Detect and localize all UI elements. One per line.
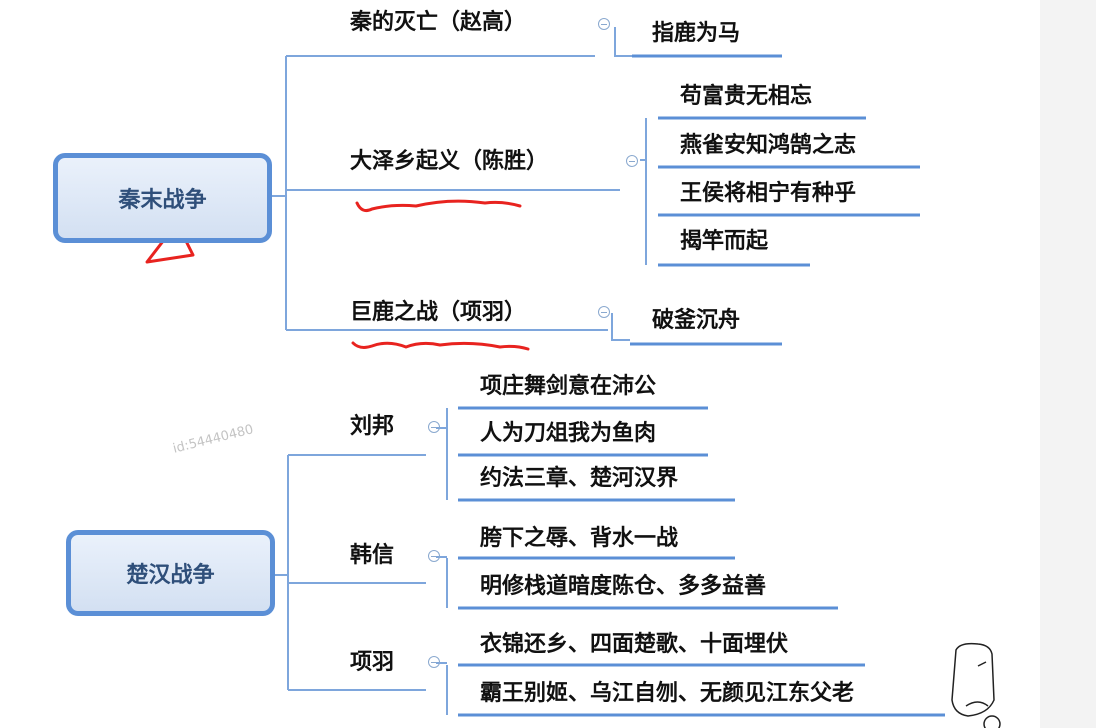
leaf-node[interactable]: 人为刀俎我为鱼肉 bbox=[480, 421, 657, 446]
connector-lines bbox=[145, 27, 945, 717]
leaf-node[interactable]: 王侯将相宁有种乎 bbox=[680, 181, 857, 206]
branch-qin-fall[interactable]: 秦的灭亡（赵高） bbox=[350, 10, 527, 35]
leaf-node[interactable]: 衣锦还乡、四面楚歌、十面埋伏 bbox=[480, 632, 789, 657]
mindmap-canvas: 秦末战争 楚汉战争 秦的灭亡（赵高） 指鹿为马 大泽乡起义（陈胜） 苟富贵无相忘… bbox=[53, 10, 1001, 728]
collapse-toggle-icon[interactable] bbox=[428, 421, 440, 433]
branch-julu[interactable]: 巨鹿之战（项羽） bbox=[350, 300, 527, 325]
red-underline-2 bbox=[351, 341, 530, 351]
leaf-node[interactable]: 霸王别姬、乌江自刎、无颜见江东父老 bbox=[480, 681, 855, 706]
collapse-toggle-icon[interactable] bbox=[428, 550, 440, 562]
leaf-node[interactable]: 约法三章、楚河汉界 bbox=[480, 466, 679, 491]
leaf-node[interactable]: 苟富贵无相忘 bbox=[680, 84, 813, 109]
branch-xiangyu[interactable]: 项羽 bbox=[350, 650, 395, 675]
root-node-chuhan-war[interactable]: 楚汉战争 bbox=[66, 530, 275, 616]
leaf-node[interactable]: 揭竿而起 bbox=[680, 229, 769, 254]
leaf-node[interactable]: 破釜沉舟 bbox=[652, 308, 741, 333]
collapse-toggle-icon[interactable] bbox=[626, 155, 638, 167]
red-underline-1 bbox=[355, 199, 522, 212]
collapse-toggle-icon[interactable] bbox=[598, 306, 610, 318]
side-panel bbox=[1040, 0, 1096, 728]
leaf-node[interactable]: 指鹿为马 bbox=[652, 21, 741, 46]
branch-hanxin[interactable]: 韩信 bbox=[350, 543, 395, 568]
branch-liubang[interactable]: 刘邦 bbox=[350, 414, 395, 439]
leaf-node[interactable]: 明修栈道暗度陈仓、多多益善 bbox=[480, 574, 767, 599]
cartoon-sticker-icon bbox=[951, 642, 1001, 728]
collapse-toggle-icon[interactable] bbox=[598, 18, 610, 30]
leaf-node[interactable]: 燕雀安知鸿鹄之志 bbox=[680, 133, 857, 158]
root-node-qin-war[interactable]: 秦末战争 bbox=[53, 153, 272, 243]
branch-dazexiang[interactable]: 大泽乡起义（陈胜） bbox=[350, 149, 549, 174]
leaf-node[interactable]: 项庄舞剑意在沛公 bbox=[480, 374, 657, 399]
leaf-node[interactable]: 胯下之辱、背水一战 bbox=[480, 526, 679, 551]
collapse-toggle-icon[interactable] bbox=[428, 656, 440, 668]
